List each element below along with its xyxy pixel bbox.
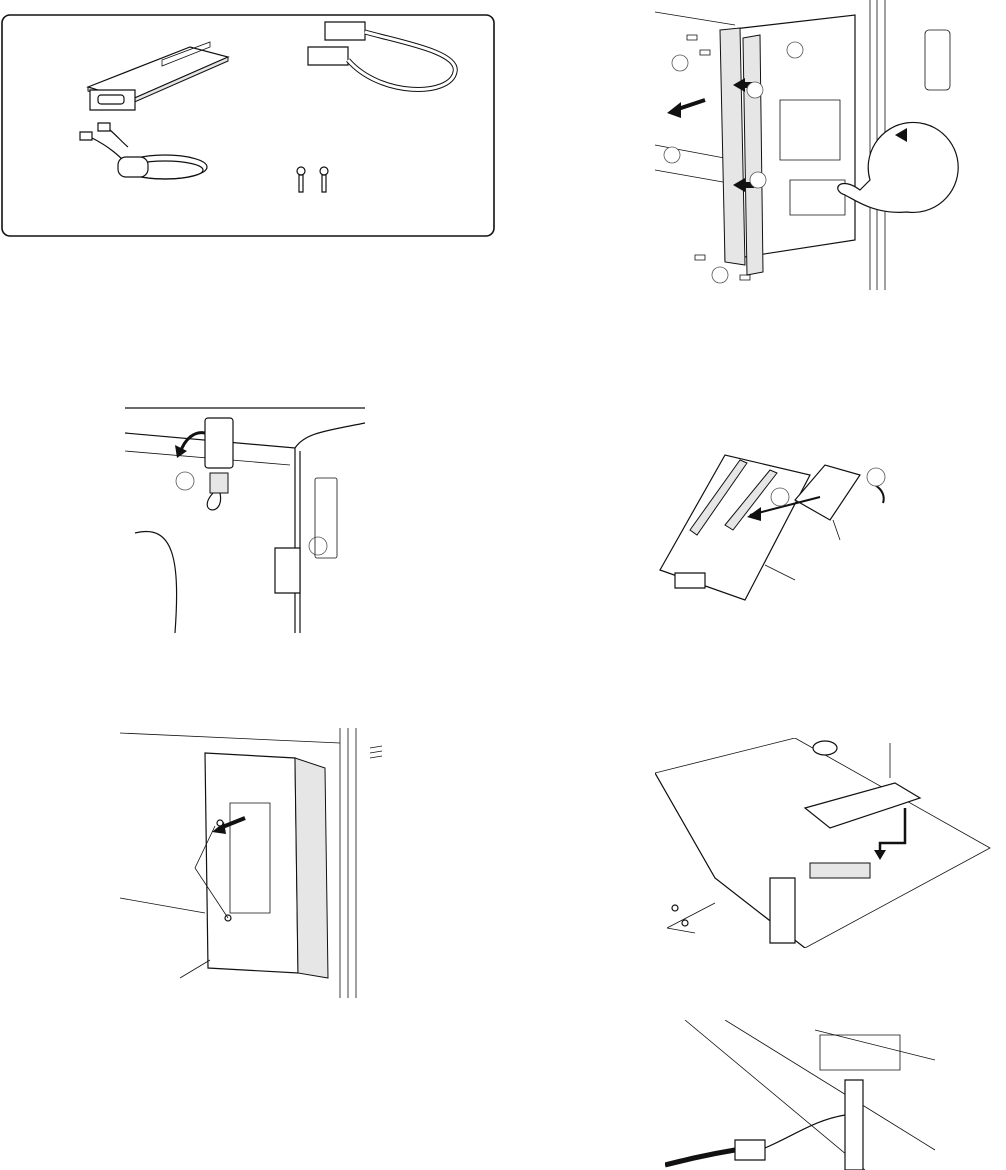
- ferrite-cable-illustration: [80, 123, 207, 179]
- parallel-cable-illustration: [308, 22, 455, 89]
- side-cover-figure: [125, 403, 370, 633]
- interface-board-illustration: [88, 42, 228, 110]
- parts-list-figure: [0, 12, 498, 240]
- interface-board-install-figure: [655, 738, 1000, 948]
- memory-module-figure: [655, 445, 900, 610]
- cable-connect-figure: [665, 1020, 945, 1170]
- controller-box-figure: [645, 0, 975, 295]
- screws-illustration: [297, 167, 328, 192]
- rear-cover-figure: [120, 728, 410, 1003]
